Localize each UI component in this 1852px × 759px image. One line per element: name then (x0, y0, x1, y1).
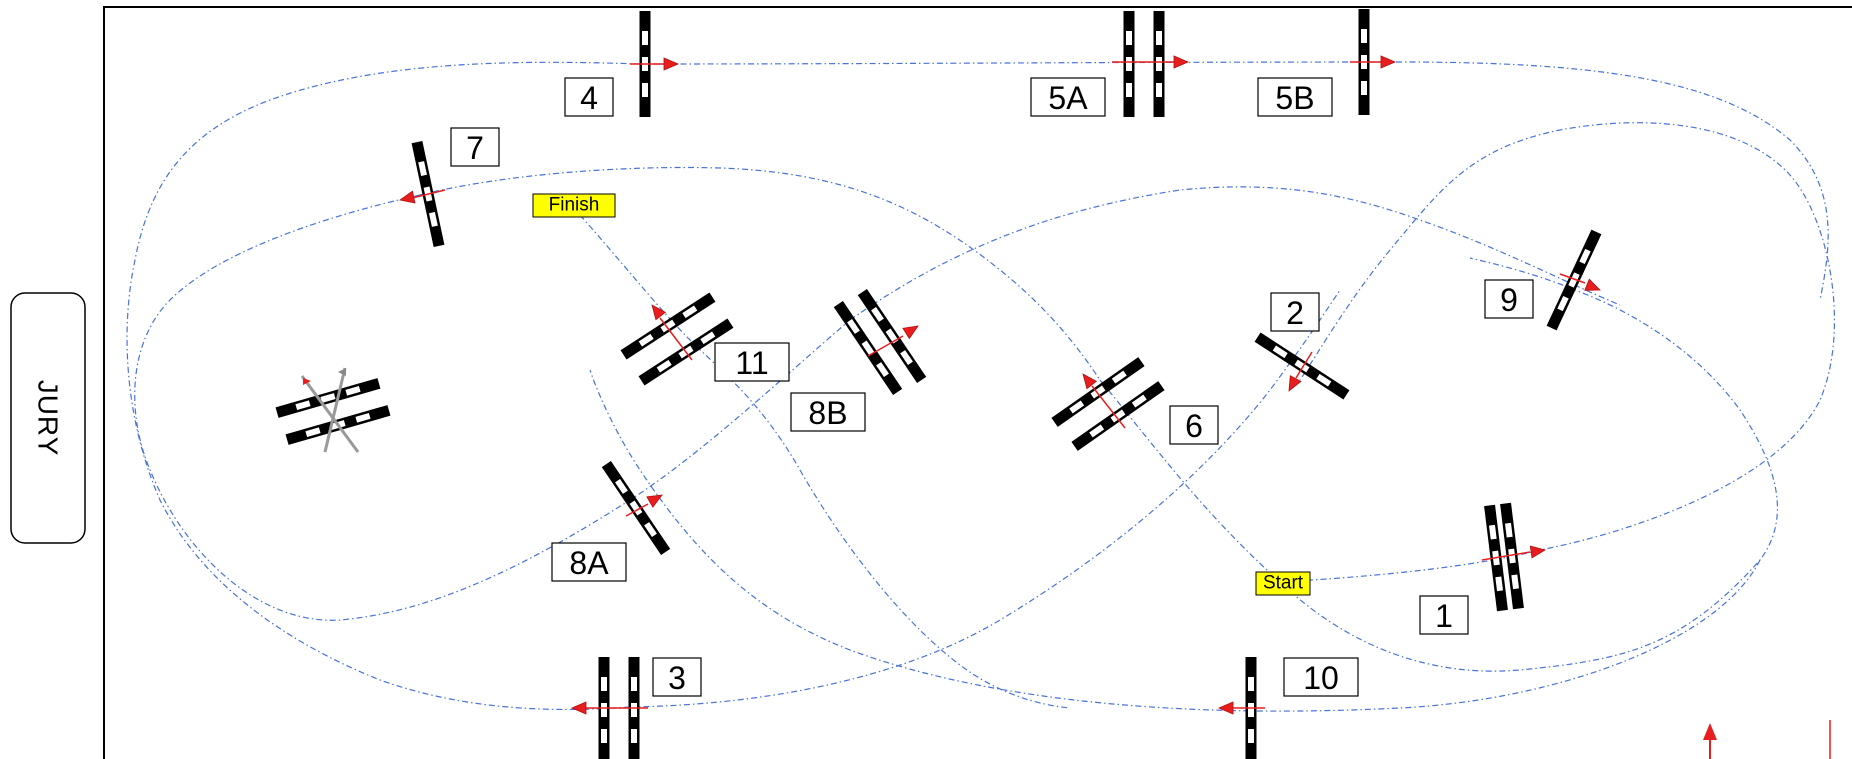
obstacle-number: 7 (466, 130, 484, 166)
course-path (126, 61, 1835, 712)
direction-indicator (1703, 720, 1831, 759)
label-5b: 5B (1257, 77, 1333, 117)
start-label: Start (1263, 573, 1304, 594)
label-7: 7 (450, 127, 500, 167)
obstacle-number: 5B (1275, 80, 1314, 116)
obstacle-9 (1546, 229, 1603, 331)
obstacle-number: 6 (1185, 408, 1203, 444)
obstacle-number: 8B (808, 395, 847, 431)
arena-border (103, 6, 1852, 759)
label-4: 4 (564, 77, 614, 117)
label-10: 10 (1283, 657, 1359, 697)
crossed-out-obstacle (275, 367, 391, 453)
obstacle-7 (398, 141, 446, 247)
obstacle-number: 2 (1286, 295, 1304, 331)
label-2: 2 (1270, 292, 1320, 332)
obstacle-10 (1218, 657, 1265, 759)
label-8a: 8A (551, 542, 627, 582)
obstacle-number: 4 (580, 80, 598, 116)
label-8b: 8B (790, 392, 866, 432)
label-1: 1 (1419, 595, 1469, 635)
label-9: 9 (1484, 279, 1534, 319)
jury-label: JURY (33, 380, 64, 457)
jury-box: JURY (10, 292, 86, 544)
finish-label: Finish (549, 195, 600, 216)
obstacle-number: 9 (1500, 282, 1518, 318)
obstacle-3 (571, 657, 648, 759)
obstacle-8a (601, 460, 671, 556)
obstacle-number: 11 (735, 345, 768, 381)
obstacle-11 (620, 292, 734, 386)
label-5a: 5A (1030, 77, 1106, 117)
obstacle-number: 1 (1435, 598, 1453, 634)
label-6: 6 (1169, 405, 1219, 445)
obstacle-4 (630, 11, 679, 117)
label-11: 11 (714, 342, 790, 382)
obstacle-5a (1112, 11, 1189, 117)
obstacle-number: 5A (1048, 80, 1088, 116)
obstacle-5b (1350, 9, 1396, 115)
obstacle-number: 3 (668, 660, 686, 696)
obstacle-number: 10 (1303, 660, 1339, 696)
obstacle-2 (1254, 332, 1350, 400)
label-3: 3 (652, 657, 702, 697)
finish-marker: Finish (532, 193, 616, 218)
obstacle-1 (1481, 502, 1547, 612)
obstacle-number: 8A (569, 545, 609, 581)
start-marker: Start (1255, 571, 1311, 596)
obstacle-8b (833, 288, 927, 396)
obstacle-6 (1051, 357, 1165, 451)
